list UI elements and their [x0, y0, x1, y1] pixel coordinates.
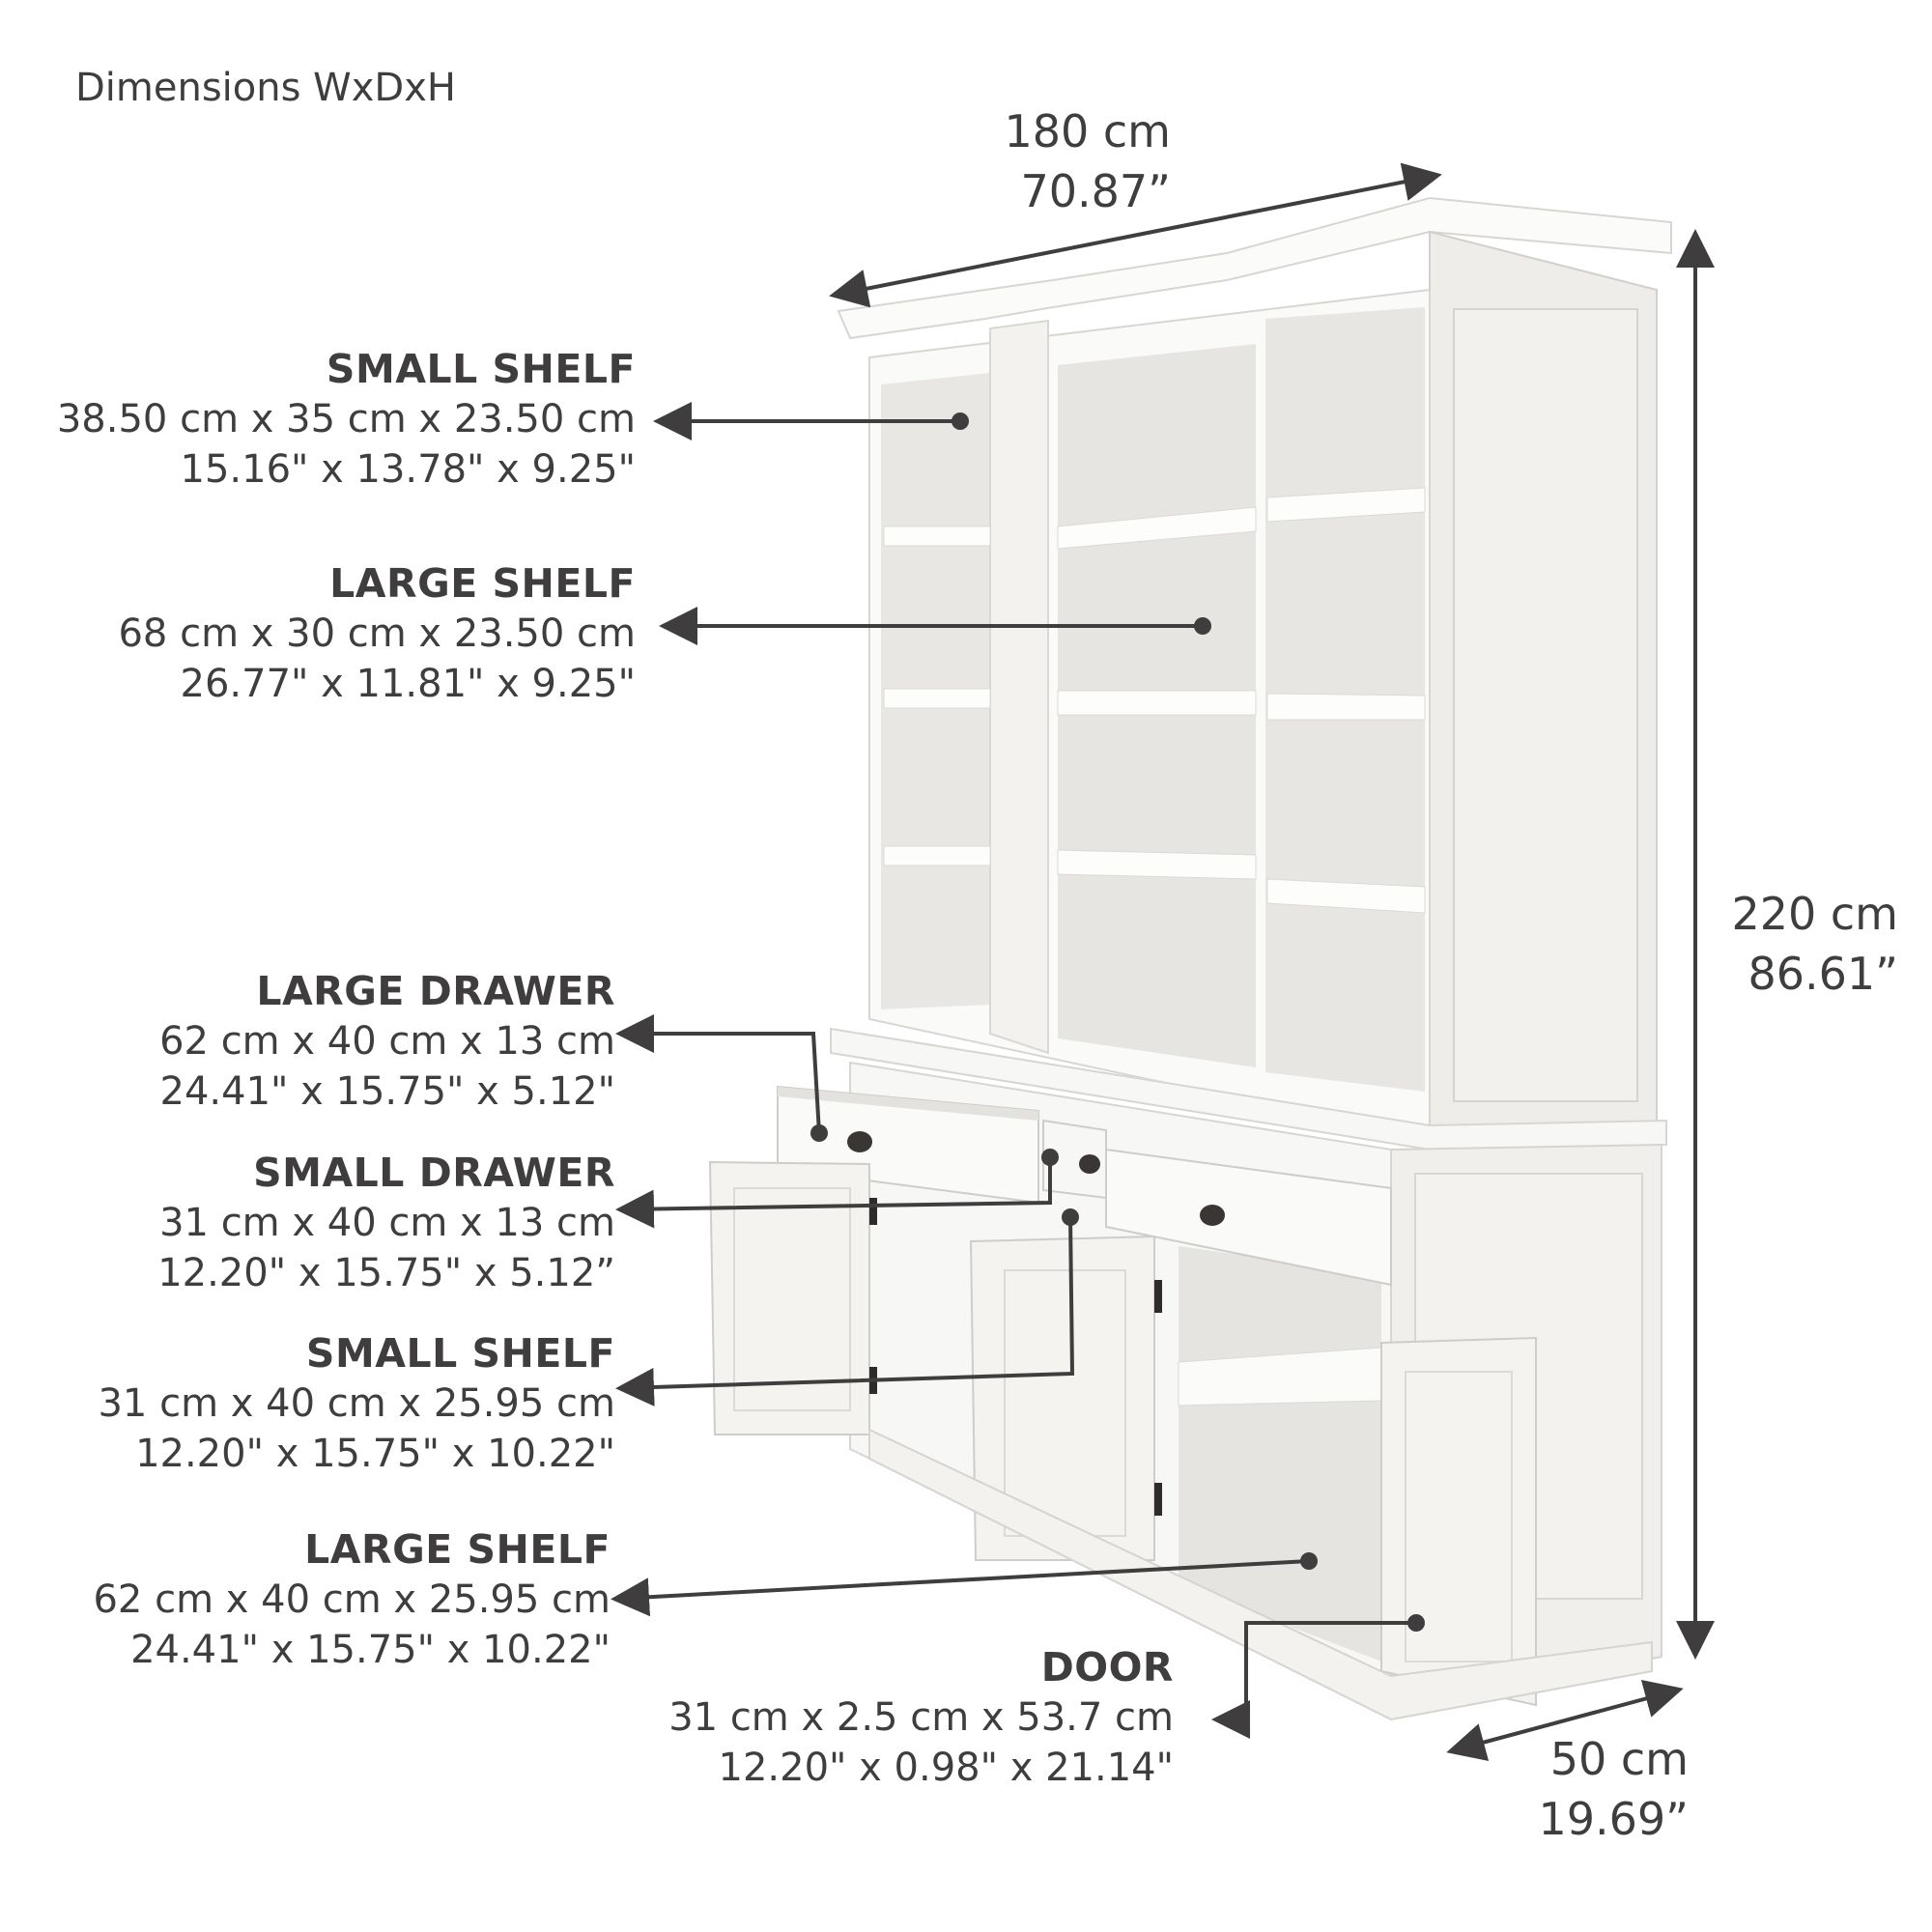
callout-title: DOOR: [1040, 1644, 1174, 1690]
callout-large-drawer: LARGE DRAWER 62 cm x 40 cm x 13 cm 24.41…: [159, 966, 615, 1117]
width-arrow: [829, 162, 1442, 308]
height-metric: 220 cm: [1731, 888, 1898, 940]
depth-metric: 50 cm: [1549, 1733, 1689, 1785]
depth-imperial: 19.69”: [1538, 1793, 1689, 1845]
callout-metric: 38.50 cm x 35 cm x 23.50 cm: [56, 397, 636, 441]
callout-title: LARGE SHELF: [304, 1526, 611, 1573]
callout-large-shelf-top: LARGE SHELF 68 cm x 30 cm x 23.50 cm 26.…: [118, 558, 636, 709]
callout-imperial: 12.20" x 15.75" x 5.12”: [157, 1251, 615, 1295]
lower-buffet: [708, 1061, 1662, 1721]
width-imperial: 70.87”: [1020, 165, 1171, 217]
callout-imperial: 24.41" x 15.75" x 10.22": [130, 1628, 611, 1672]
callout-imperial: 15.16" x 13.78" x 9.25": [180, 447, 636, 492]
page-title: Dimensions WxDxH: [75, 66, 456, 110]
callout-imperial: 24.41" x 15.75" x 5.12": [159, 1069, 615, 1114]
callout-large-shelf-bottom: LARGE SHELF 62 cm x 40 cm x 25.95 cm 24.…: [93, 1524, 611, 1675]
callout-metric: 31 cm x 40 cm x 13 cm: [159, 1201, 615, 1245]
overall-depth-label: 50 cm 19.69”: [1538, 1729, 1689, 1849]
overall-height-label: 220 cm 86.61”: [1731, 884, 1898, 1004]
width-metric: 180 cm: [1004, 105, 1171, 157]
callout-metric: 31 cm x 2.5 cm x 53.7 cm: [668, 1695, 1174, 1740]
callout-title: LARGE SHELF: [329, 560, 636, 607]
depth-arrow: [1446, 1680, 1684, 1761]
upper-hutch: [830, 196, 1672, 1151]
callout-small-drawer: SMALL DRAWER 31 cm x 40 cm x 13 cm 12.20…: [157, 1148, 615, 1298]
callout-imperial: 12.20" x 15.75" x 10.22": [135, 1432, 615, 1476]
overall-width-label: 180 cm 70.87”: [1004, 101, 1171, 221]
callout-title: SMALL DRAWER: [253, 1150, 615, 1196]
callout-metric: 62 cm x 40 cm x 25.95 cm: [93, 1577, 611, 1622]
callout-title: SMALL SHELF: [305, 1330, 615, 1377]
callout-metric: 31 cm x 40 cm x 25.95 cm: [98, 1381, 615, 1426]
callout-imperial: 12.20" x 0.98" x 21.14": [718, 1746, 1174, 1790]
callout-small-shelf-bottom: SMALL SHELF 31 cm x 40 cm x 25.95 cm 12.…: [98, 1328, 615, 1479]
callout-metric: 62 cm x 40 cm x 13 cm: [159, 1019, 615, 1064]
drawer-handle-icon: [847, 1131, 872, 1152]
callout-metric: 68 cm x 30 cm x 23.50 cm: [118, 611, 636, 656]
callout-small-shelf-top: SMALL SHELF 38.50 cm x 35 cm x 23.50 cm …: [57, 344, 636, 495]
callout-title: LARGE DRAWER: [256, 968, 615, 1014]
callout-door: DOOR 31 cm x 2.5 cm x 53.7 cm 12.20" x 0…: [668, 1642, 1174, 1793]
callout-title: SMALL SHELF: [326, 346, 636, 392]
height-imperial: 86.61”: [1747, 948, 1898, 1000]
callout-imperial: 26.77" x 11.81" x 9.25": [180, 662, 636, 706]
